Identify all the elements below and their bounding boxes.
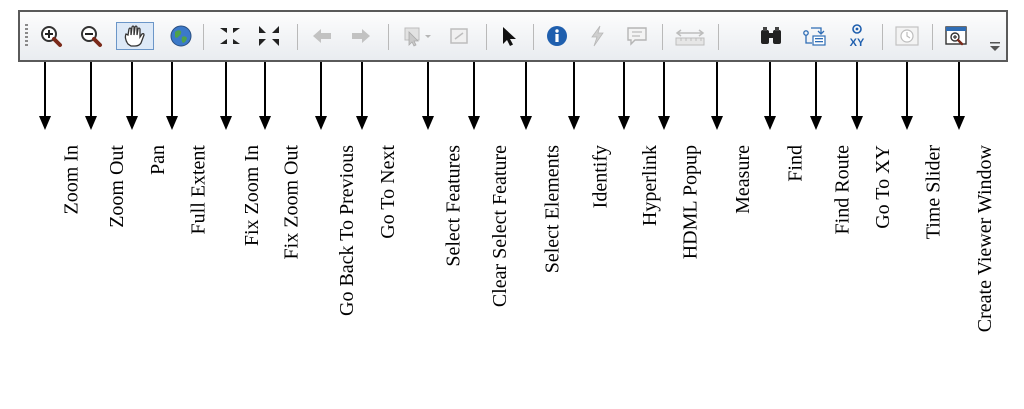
go-back-button[interactable]	[307, 22, 337, 50]
toolbar-separator	[388, 24, 389, 50]
pointer-arrow	[618, 62, 630, 130]
label-identify: Identify	[589, 145, 611, 209]
hand-icon	[124, 25, 145, 47]
pointer-arrow	[810, 62, 822, 130]
time-slider-button[interactable]	[892, 22, 922, 50]
go-to-next-button[interactable]	[346, 22, 376, 50]
pointer-arrow	[259, 62, 271, 130]
go-to-xy-button[interactable]: XY	[842, 22, 872, 50]
fixed-zoom-in-icon	[220, 28, 240, 44]
find-button[interactable]	[756, 22, 786, 50]
pan-button[interactable]	[116, 22, 154, 50]
toolbar-separator	[297, 24, 298, 50]
identify-button[interactable]	[542, 22, 572, 50]
goto-xy-icon: XY	[850, 24, 865, 49]
label-zoom-out: Zoom Out	[106, 145, 128, 228]
info-icon	[547, 26, 567, 46]
pointer-arrow	[901, 62, 913, 130]
toolbar-overflow-button[interactable]	[988, 20, 1002, 56]
pointer-arrow	[764, 62, 776, 130]
hdml-popup-button[interactable]	[622, 22, 652, 50]
label-pan: Pan	[147, 145, 169, 175]
toolbar-separator	[718, 24, 719, 50]
clock-icon	[895, 26, 919, 46]
pointer-arrow	[568, 62, 580, 130]
clear-selection-icon	[450, 28, 468, 44]
select-elements-button[interactable]	[494, 22, 524, 50]
label-clear-select-feature: Clear Select Feature	[489, 145, 511, 308]
zoom-in-icon	[41, 26, 62, 47]
full-extent-button[interactable]	[166, 22, 196, 50]
fixed-zoom-out-icon	[259, 26, 279, 46]
pointer-arrow	[166, 62, 178, 130]
label-hdml-popup: HDML Popup	[679, 145, 701, 260]
map-toolbar: XY	[18, 10, 1008, 62]
pointer-arrow	[711, 62, 723, 130]
label-go-back-to-previous: Go Back To Previous	[336, 145, 358, 316]
label-measure: Measure	[732, 145, 754, 214]
label-full-extent: Full Extent	[187, 145, 209, 235]
cursor-arrow-icon	[503, 27, 516, 46]
toolbar-separator	[533, 24, 534, 50]
toolbar-separator	[203, 24, 204, 50]
select-features-icon	[404, 27, 431, 47]
label-find: Find	[785, 145, 807, 182]
find-route-button[interactable]	[799, 22, 829, 50]
hyperlink-button[interactable]	[582, 22, 612, 50]
globe-icon	[170, 25, 192, 47]
pointer-arrow	[126, 62, 138, 130]
label-fix-zoom-out: Fix Zoom Out	[280, 145, 302, 260]
label-time-slider: Time Slider	[922, 145, 944, 240]
toolbar-grip-handle[interactable]	[25, 24, 28, 46]
clear-select-feature-button[interactable]	[444, 22, 474, 50]
select-features-button[interactable]	[397, 22, 437, 50]
toolbar-separator	[486, 24, 487, 50]
svg-text:XY: XY	[850, 37, 865, 49]
toolbar-separator	[662, 24, 663, 50]
toolbar-separator	[882, 24, 883, 50]
route-icon	[803, 27, 826, 46]
pointer-arrow	[85, 62, 97, 130]
zoom-out-icon	[81, 26, 102, 47]
arrow-right-icon	[352, 29, 370, 43]
label-go-to-xy: Go To XY	[872, 145, 894, 229]
label-go-to-next: Go To Next	[377, 145, 399, 239]
pointer-arrow	[520, 62, 532, 130]
label-fix-zoom-in: Fix Zoom In	[241, 145, 263, 247]
lightning-icon	[591, 25, 604, 47]
pointer-arrow	[851, 62, 863, 130]
toolbar-separator	[932, 24, 933, 50]
arrow-left-icon	[313, 29, 331, 43]
ruler-icon	[675, 29, 705, 46]
pointer-arrow	[468, 62, 480, 130]
pointer-arrow	[39, 62, 51, 130]
pointer-arrow	[953, 62, 965, 130]
pointer-arrow	[315, 62, 327, 130]
pointer-arrow	[356, 62, 368, 130]
label-select-elements: Select Elements	[541, 145, 563, 274]
label-find-route: Find Route	[831, 145, 853, 235]
chevron-down-icon	[990, 42, 1000, 51]
label-hyperlink: Hyperlink	[639, 145, 661, 227]
fix-zoom-out-button[interactable]	[254, 22, 284, 50]
popup-icon	[627, 27, 647, 46]
create-viewer-window-button[interactable]	[942, 22, 972, 50]
measure-button[interactable]	[671, 22, 709, 50]
zoom-in-button[interactable]	[36, 22, 66, 50]
pointer-arrow	[658, 62, 670, 130]
pointer-arrow	[220, 62, 232, 130]
binoculars-icon	[761, 27, 781, 44]
label-select-features: Select Features	[443, 145, 465, 267]
viewer-window-icon	[945, 26, 967, 46]
fix-zoom-in-button[interactable]	[215, 22, 245, 50]
pointer-arrow	[422, 62, 434, 130]
label-create-viewer-window: Create Viewer Window	[974, 145, 996, 333]
label-zoom-in: Zoom In	[60, 145, 82, 215]
zoom-out-button[interactable]	[76, 22, 106, 50]
